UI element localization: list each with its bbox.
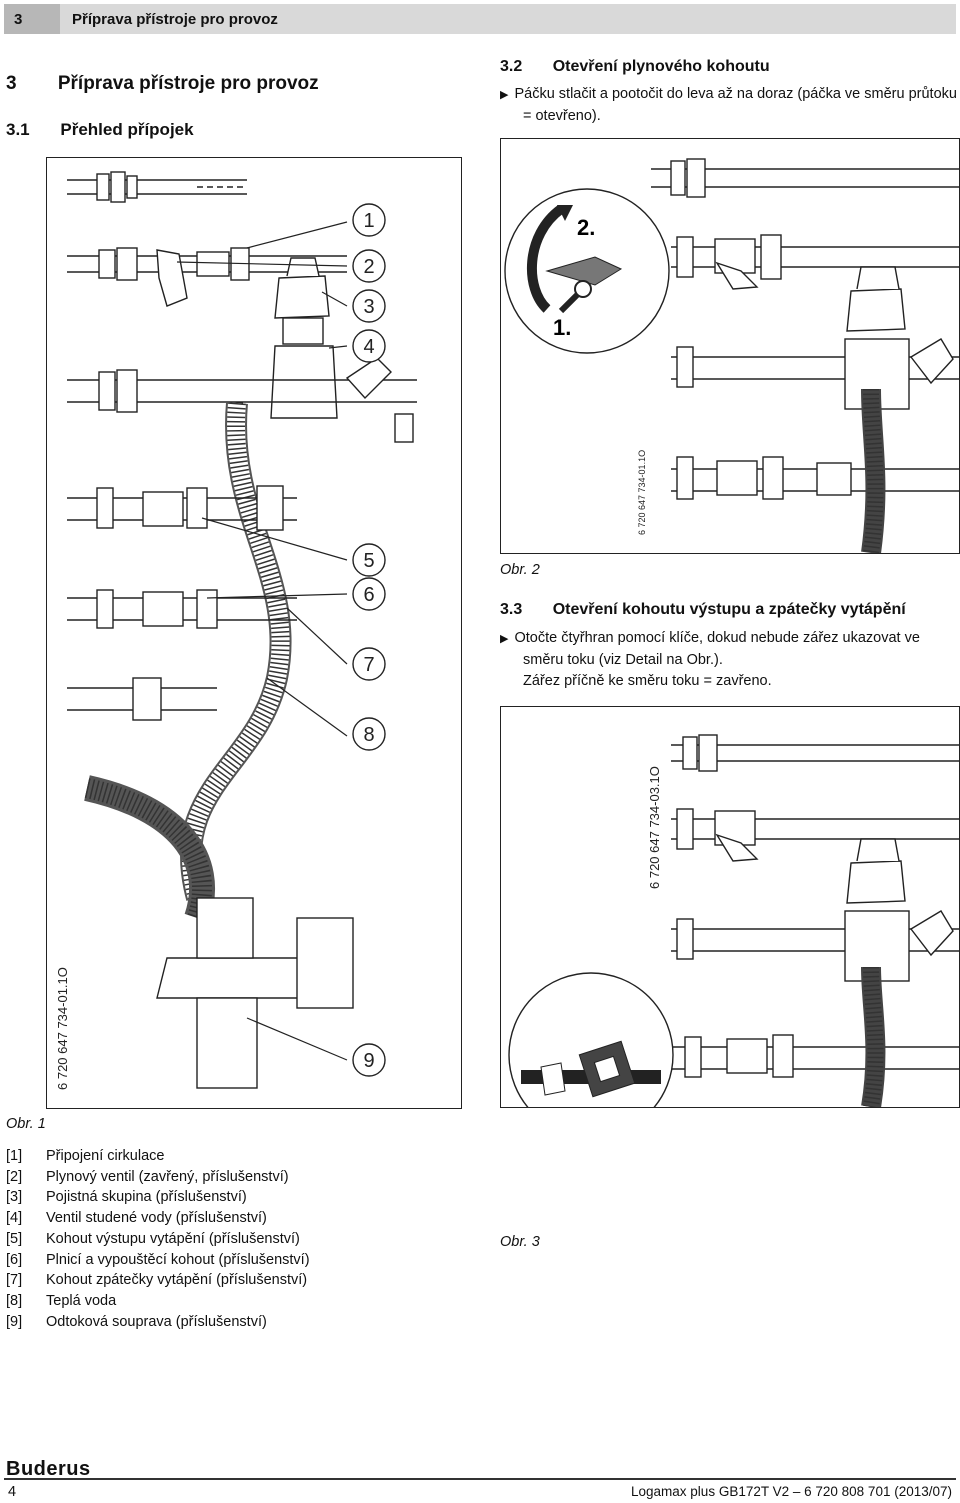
legend-item: [4]Ventil studené vody (příslušenství)	[6, 1210, 267, 1227]
callout-7: 7	[363, 654, 374, 676]
legend-item: [7]Kohout zpátečky vytápění (příslušenst…	[6, 1272, 308, 1289]
callout-2: 2	[363, 256, 374, 278]
section-number: 3	[6, 73, 17, 94]
figure-3-caption: Obr. 3	[500, 1234, 540, 1250]
instruction-text: = otevřeno).	[523, 108, 601, 124]
subsection-33-number: 3.3	[500, 601, 523, 618]
instruction-text: Páčku stlačit a pootočit do leva až na d…	[514, 86, 957, 102]
figure-1-legend: [1]Připojení cirkulace [2]Plynový ventil…	[6, 1146, 310, 1332]
callout-1: 1	[363, 210, 374, 232]
instruction-text: Otočte čtyřhran pomocí klíče, dokud nebu…	[514, 630, 920, 646]
bullet-triangle-icon: ▶	[500, 633, 509, 645]
callout-8: 8	[363, 724, 374, 746]
callout-3: 3	[363, 296, 374, 318]
step-label-1: 1.	[553, 315, 571, 340]
subsection-31-title: Přehled přípojek	[60, 120, 194, 139]
subsection-32-number: 3.2	[500, 58, 523, 75]
figure-2-caption: Obr. 2	[500, 562, 540, 578]
subsection-33-heading: 3.3 Otevření kohoutu výstupu a zpátečky …	[500, 601, 906, 619]
step-label-2: 2.	[577, 215, 595, 240]
callout-6: 6	[363, 584, 374, 606]
figure-2-code: 6 720 647 734-01.1O	[637, 450, 647, 535]
figure-1-connections-overview: 1 2 3 4 5 6 7 8 9 6 720 647 734-01.1O	[46, 157, 462, 1109]
bullet-triangle-icon: ▶	[500, 89, 509, 101]
section-title: Příprava přístroje pro provoz	[57, 73, 319, 94]
figure-3-code: 6 720 647 734-03.1O	[647, 766, 662, 889]
callout-5: 5	[363, 550, 374, 572]
figure-1-code: 6 720 647 734-01.1O	[55, 967, 70, 1090]
instruction-text: směru toku (viz Detail na Obr.).	[523, 652, 723, 668]
callout-9: 9	[363, 1050, 374, 1072]
figure-2-gas-valve: 2. 1. 6 720 647 734-01.1O	[500, 138, 960, 554]
subsection-31-heading: 3.1 Přehled přípojek	[6, 120, 194, 140]
figure-1-caption: Obr. 1	[6, 1116, 46, 1132]
subsection-32-heading: 3.2 Otevření plynového kohoutu	[500, 58, 770, 76]
subsection-33-title: Otevření kohoutu výstupu a zpátečky vytá…	[552, 601, 906, 618]
legend-item: [9]Odtoková souprava (příslušenství)	[6, 1313, 267, 1330]
legend-item: [2]Plynový ventil (zavřený, příslušenstv…	[6, 1168, 289, 1185]
subsection-31-number: 3.1	[6, 120, 30, 139]
legend-item: [1]Připojení cirkulace	[6, 1148, 165, 1164]
legend-item: [6]Plnicí a vypouštěcí kohout (příslušen…	[6, 1251, 310, 1268]
legend-item: [5]Kohout výstupu vytápění (příslušenstv…	[6, 1230, 300, 1247]
page-number: 4	[8, 1484, 17, 1500]
subsection-33-instruction: ▶ Otočte čtyřhran pomocí klíče, dokud neb…	[500, 628, 920, 692]
subsection-32-title: Otevření plynového kohoutu	[552, 58, 770, 75]
section-heading: 3 Příprava přístroje pro provoz	[6, 73, 319, 95]
subsection-32-instruction: ▶ Páčku stlačit a pootočit do leva až na …	[500, 84, 957, 127]
footer-divider	[4, 1478, 956, 1480]
document-reference: Logamax plus GB172T V2 – 6 720 808 701 (…	[631, 1484, 952, 1499]
instruction-text: Zářez příčně ke směru toku = zavřeno.	[523, 673, 772, 689]
chapter-header-bar: 3 Příprava přístroje pro provoz	[4, 4, 956, 34]
chapter-title: Příprava přístroje pro provoz	[72, 10, 278, 28]
legend-item: [8]Teplá voda	[6, 1292, 117, 1309]
callout-4: 4	[363, 336, 374, 358]
brand-logo: Buderus	[6, 1458, 91, 1480]
figure-3-heating-valves: 6 720 647 734-03.1O	[500, 706, 960, 1108]
legend-item: [3]Pojistná skupina (příslušenství)	[6, 1189, 247, 1206]
chapter-number: 3	[4, 4, 60, 34]
